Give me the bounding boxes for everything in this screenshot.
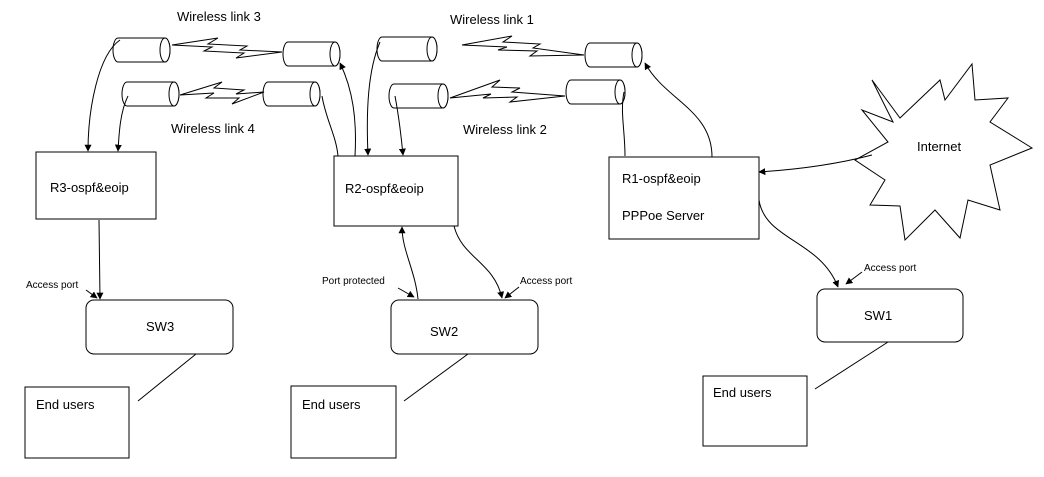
internet-label: Internet: [917, 139, 961, 154]
router-r1-label: R1-ospf&eoip: [622, 171, 701, 186]
switch-sw2: SW2: [390, 299, 539, 355]
sw1-to-end-users-line: [814, 341, 889, 390]
router-r2-label: R2-ospf&eoip: [345, 181, 424, 196]
end-users-right-label: End users: [713, 385, 772, 400]
internet-cloud: Internet: [854, 62, 1034, 242]
antenna-w4-right: [262, 81, 321, 107]
switch-sw3: SW3: [85, 299, 234, 355]
sw2-access-port-label: Access port: [520, 276, 572, 287]
antenna-w1-right: [584, 42, 643, 68]
switch-sw1-label: SW1: [864, 308, 892, 323]
sw3-access-port-label: Access port: [26, 280, 78, 291]
internet-to-r1-connector: [758, 154, 873, 176]
r3-to-antenna-w4-connector: [114, 95, 129, 152]
wireless-link-1-label: Wireless link 1: [450, 12, 534, 27]
switch-sw1: SW1: [816, 288, 964, 343]
router-r3-label: R3-ospf&eoip: [50, 180, 129, 195]
r2-to-antenna-w1-connector: [364, 41, 381, 156]
wireless-link-2-label: Wireless link 2: [463, 122, 547, 137]
wireless-link-1-bolt: [461, 35, 585, 57]
antenna-w2-right: [565, 79, 626, 105]
antenna-w4-left: [121, 81, 180, 107]
sw2-to-r2-connector: [398, 226, 419, 300]
wireless-link-4-label: Wireless link 4: [171, 121, 255, 136]
sw2-port-protected-label: Port protected: [322, 276, 385, 287]
antenna-w2-left: [388, 83, 449, 109]
sw2-to-end-users-line: [403, 353, 469, 402]
router-r3: R3-ospf&eoip: [35, 151, 157, 220]
sw2-access-port-arrow: [504, 286, 520, 299]
end-users-middle: End users: [290, 385, 397, 459]
wireless-link-4-bolt: [179, 81, 265, 105]
r1-to-antenna-w2-connector: [621, 91, 626, 157]
wireless-link-3-label: Wireless link 3: [177, 9, 261, 24]
router-r2: R2-ospf&eoip: [333, 155, 459, 227]
sw3-to-end-users-line: [137, 353, 197, 402]
end-users-middle-label: End users: [302, 397, 361, 412]
r2-to-antenna-w3-connector: [339, 62, 356, 157]
r2-to-sw2-connector: [453, 225, 505, 299]
sw1-access-port-label: Access port: [864, 263, 916, 274]
r1-to-antenna-w1-connector: [644, 62, 713, 158]
router-r1: R1-ospf&eoip PPPoe Server: [608, 156, 760, 240]
sw1-access-port-arrow: [845, 271, 863, 285]
router-r1-role: PPPoe Server: [622, 208, 705, 223]
wireless-link-2-bolt: [449, 79, 566, 103]
antenna-w3-right: [282, 41, 341, 67]
end-users-right: End users: [702, 375, 808, 447]
r1-to-sw1-connector: [758, 199, 840, 288]
end-users-left: End users: [24, 386, 130, 459]
switch-sw2-label: SW2: [430, 324, 458, 339]
sw3-access-port-arrow: [85, 289, 98, 299]
r2-to-antenna-w4-connector: [321, 95, 339, 157]
sw2-port-protected-arrow: [397, 287, 415, 298]
r3-to-antenna-w3-connector: [84, 39, 121, 152]
r2-to-antenna-w2-connector: [394, 95, 406, 156]
wireless-link-3-bolt: [171, 37, 283, 59]
end-users-left-label: End users: [36, 397, 95, 412]
antenna-w3-left: [112, 37, 171, 63]
r3-to-sw3-connector: [96, 219, 104, 300]
switch-sw3-label: SW3: [146, 319, 174, 334]
antenna-w1-left: [376, 36, 438, 62]
